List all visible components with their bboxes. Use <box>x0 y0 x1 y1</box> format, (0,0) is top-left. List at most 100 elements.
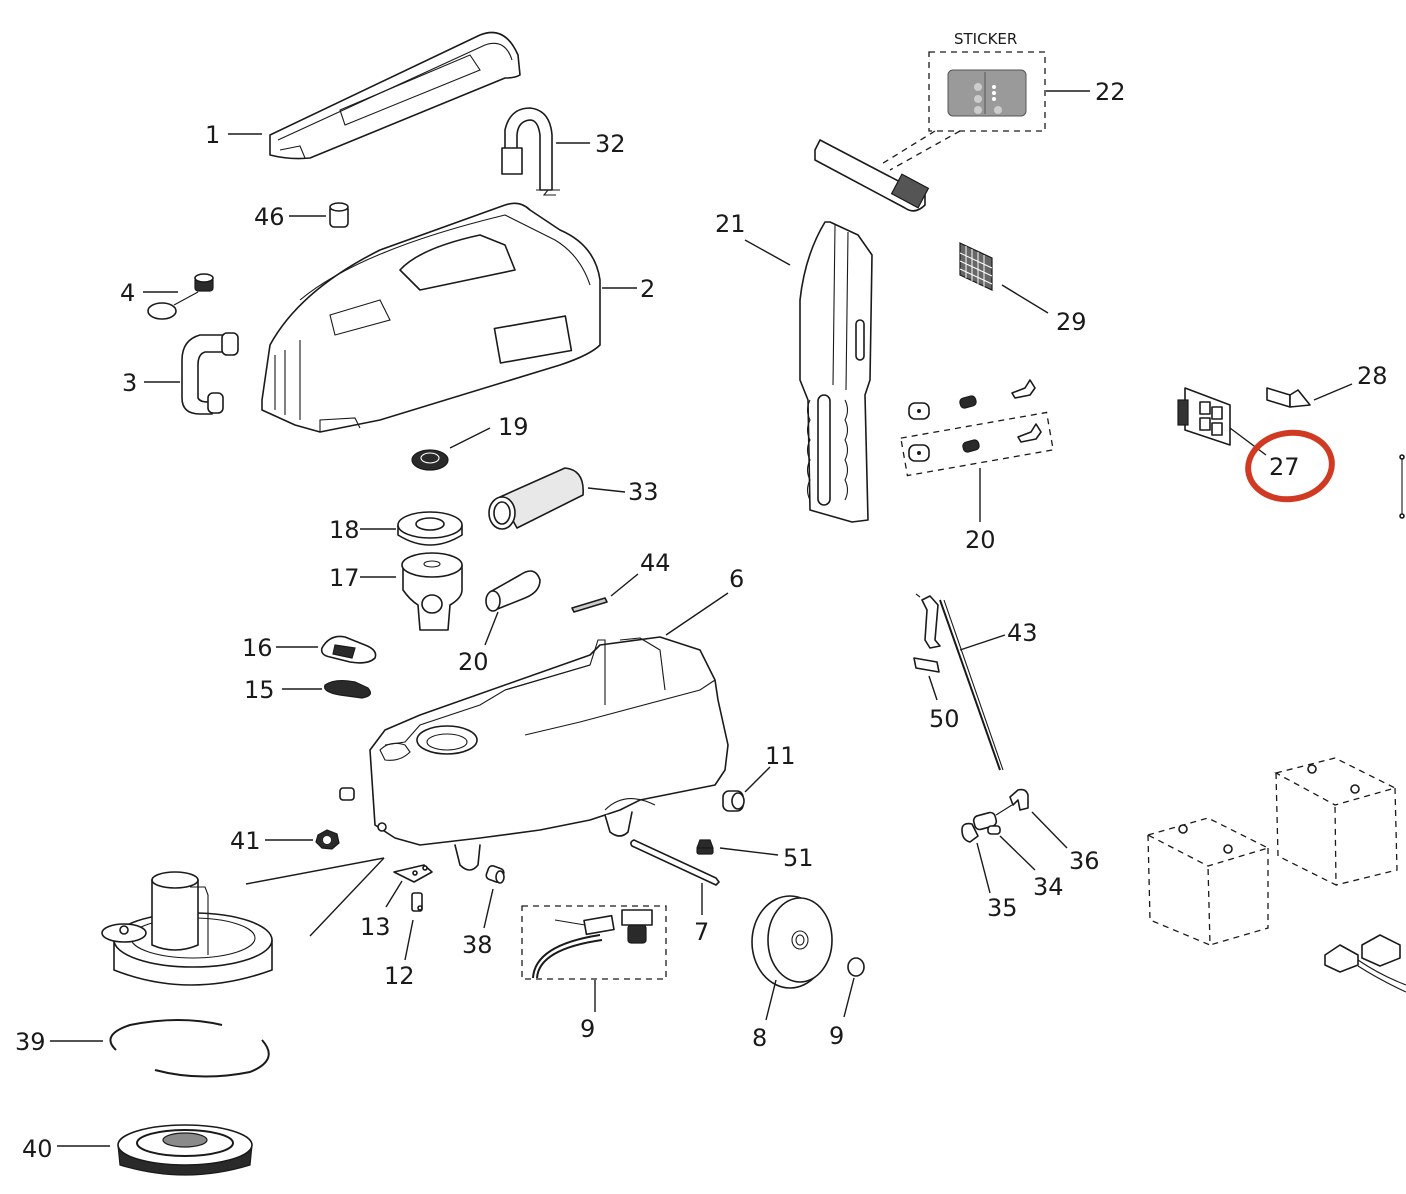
part-3-elbow[interactable] <box>181 332 239 415</box>
callout-7[interactable]: 7 <box>694 918 709 946</box>
callout-36[interactable]: 36 <box>1069 847 1100 875</box>
highlight-circle-27 <box>1245 429 1335 503</box>
part-11-bushing[interactable] <box>722 790 745 812</box>
callout-8[interactable]: 8 <box>752 1024 767 1052</box>
battery-connector[interactable] <box>1324 934 1406 993</box>
callout-18[interactable]: 19 <box>498 413 529 441</box>
part-13-plate[interactable] <box>393 864 433 883</box>
part-39-knob[interactable] <box>315 829 340 850</box>
battery-right <box>1274 757 1398 887</box>
callout-2[interactable]: 2 <box>640 275 655 303</box>
part-32-hose[interactable] <box>501 107 560 196</box>
callout-1[interactable]: 1 <box>205 121 220 149</box>
callout-22[interactable]: 22 <box>1095 78 1126 106</box>
part-17-gasket[interactable] <box>397 511 463 546</box>
part-51-cap-nut[interactable] <box>696 839 714 855</box>
part-43-cable[interactable] <box>915 593 1004 771</box>
part-38-spacer[interactable] <box>485 865 505 884</box>
callout-46[interactable]: 46 <box>254 203 285 231</box>
part-brush-motor-base[interactable] <box>101 871 273 986</box>
part-14-filter-pad[interactable] <box>323 679 372 699</box>
leader-51 <box>719 847 779 856</box>
callout-19[interactable]: 20 <box>458 648 489 676</box>
leader-11 <box>744 766 771 793</box>
callout-3[interactable]: 3 <box>122 369 137 397</box>
part-12-connector[interactable] <box>411 892 423 912</box>
callout-50[interactable]: 44 <box>640 549 671 577</box>
callout-44[interactable]: 50 <box>929 705 960 733</box>
leader-33 <box>587 487 626 493</box>
callout-51[interactable]: 51 <box>783 844 814 872</box>
callout-9-label[interactable]: 9 <box>829 1022 844 1050</box>
part-27-control-board[interactable] <box>1177 387 1231 446</box>
leader-29 <box>1001 284 1049 314</box>
callout-27[interactable]: 27 <box>1269 453 1300 481</box>
leader-28 <box>1313 383 1353 401</box>
part-41-brush[interactable] <box>117 1124 253 1176</box>
part-partial-right-edge <box>1399 454 1405 519</box>
leader-21 <box>744 239 791 266</box>
part-1-cover[interactable] <box>269 31 521 160</box>
part-small-bushing <box>339 787 355 801</box>
part-22-sticker[interactable] <box>947 69 1027 117</box>
callout-15[interactable]: 16 <box>242 634 273 662</box>
part-16-motor[interactable] <box>401 552 463 631</box>
part-2-tank[interactable] <box>261 202 601 433</box>
part-29-grille[interactable] <box>959 242 993 291</box>
callout-33[interactable]: 33 <box>628 478 659 506</box>
part-50-pin[interactable] <box>571 597 608 613</box>
callout-16[interactable]: 17 <box>329 564 360 592</box>
group-20-box <box>900 411 1054 477</box>
callout-21[interactable]: 21 <box>715 210 746 238</box>
part-46-plug[interactable] <box>329 202 349 228</box>
callout-20-label[interactable]: 20 <box>965 526 996 554</box>
callout-29[interactable]: 29 <box>1056 308 1087 336</box>
part-control-panel-housing[interactable] <box>814 139 930 212</box>
leader-43 <box>959 634 1006 651</box>
callout-41[interactable]: 40 <box>22 1135 53 1163</box>
part-15-filter-cover[interactable] <box>320 635 377 664</box>
part-21-handle[interactable] <box>799 221 873 523</box>
part-4-cap[interactable] <box>147 273 214 320</box>
part-44-clip[interactable] <box>913 657 940 673</box>
callout-39[interactable]: 41 <box>230 827 261 855</box>
callout-43[interactable]: 43 <box>1007 619 1038 647</box>
assembly-leader-b <box>309 857 385 937</box>
part-35-elbow[interactable] <box>961 822 979 843</box>
leader-35 <box>976 842 991 894</box>
part-9-wheel-cap[interactable] <box>847 957 865 977</box>
callout-14[interactable]: 15 <box>244 676 275 704</box>
assembly-leader-a <box>245 857 385 885</box>
callout-4[interactable]: 4 <box>120 279 135 307</box>
callout-11[interactable]: 11 <box>765 742 796 770</box>
callout-12[interactable]: 12 <box>384 962 415 990</box>
leader-6 <box>665 592 729 636</box>
part-10-valve[interactable] <box>532 909 653 979</box>
callout-10[interactable]: 9 <box>580 1015 595 1043</box>
part-20-lock-kit[interactable] <box>908 423 1042 462</box>
part-36-elbow[interactable] <box>995 788 1029 816</box>
leader-19 <box>484 611 499 646</box>
part-40-splash-ring[interactable] <box>109 1019 270 1078</box>
callout-6[interactable]: 6 <box>729 565 744 593</box>
part-18-float-filter[interactable] <box>411 449 449 471</box>
part-28-bracket[interactable] <box>1266 387 1311 408</box>
battery-left <box>1146 817 1270 946</box>
callout-32[interactable]: 32 <box>595 130 626 158</box>
leader-8 <box>765 979 777 1021</box>
part-8-wheel[interactable] <box>751 895 833 989</box>
callout-34[interactable]: 34 <box>1033 873 1064 901</box>
callout-17[interactable]: 18 <box>329 516 360 544</box>
leader-27 <box>1229 427 1267 456</box>
part-34-valve[interactable] <box>972 811 1001 835</box>
part-7-axle[interactable] <box>630 839 720 886</box>
callout-35[interactable]: 35 <box>987 894 1018 922</box>
callout-38[interactable]: 38 <box>462 931 493 959</box>
callout-40[interactable]: 39 <box>15 1028 46 1056</box>
callout-13[interactable]: 13 <box>360 913 391 941</box>
callout-28[interactable]: 28 <box>1357 362 1388 390</box>
part-6-chassis[interactable] <box>369 636 729 871</box>
part-19-elbow[interactable] <box>485 570 541 612</box>
part-33-filter[interactable] <box>488 467 584 530</box>
